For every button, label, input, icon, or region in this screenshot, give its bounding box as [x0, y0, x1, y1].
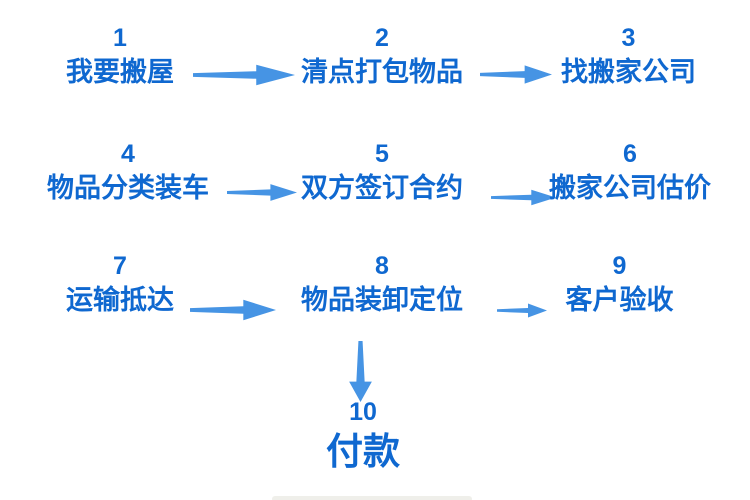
- arrow-right-icon: [497, 301, 547, 320]
- step-10-label: 付款: [326, 431, 400, 472]
- step-1-label: 我要搬屋: [66, 57, 174, 87]
- step-7-label: 运输抵达: [66, 285, 174, 315]
- arrow-right-icon: [193, 61, 295, 89]
- step-1-number: 1: [113, 24, 127, 52]
- cropped-partial-element: [272, 496, 472, 500]
- step-1: 1 我要搬屋: [42, 26, 198, 86]
- step-3-number: 3: [621, 24, 636, 52]
- step-4-number: 4: [121, 140, 135, 168]
- step-7-number: 7: [113, 252, 127, 280]
- step-2-label: 清点打包物品: [301, 57, 463, 87]
- arrow-right-icon: [190, 296, 276, 324]
- step-9-number: 9: [612, 252, 627, 280]
- step-2-number: 2: [375, 24, 389, 52]
- step-4: 4 物品分类装车: [38, 142, 218, 202]
- arrow-down-icon: [345, 341, 376, 402]
- step-5-number: 5: [375, 140, 389, 168]
- step-3: 3 找搬家公司: [546, 26, 711, 86]
- step-2: 2 清点打包物品: [298, 26, 466, 86]
- step-5: 5 双方签订合约: [298, 142, 466, 202]
- step-5-label: 双方签订合约: [301, 173, 463, 203]
- step-8: 8 物品装卸定位: [298, 254, 466, 314]
- arrow-right-icon: [480, 62, 552, 87]
- step-6: 6 搬家公司估价: [540, 142, 720, 202]
- step-8-number: 8: [375, 252, 389, 280]
- step-7: 7 运输抵达: [42, 254, 198, 314]
- step-6-number: 6: [623, 140, 637, 168]
- step-9-label: 客户验收: [565, 285, 674, 315]
- step-3-label: 找搬家公司: [561, 57, 696, 87]
- step-6-label: 搬家公司估价: [549, 173, 711, 203]
- step-9: 9 客户验收: [542, 254, 697, 314]
- step-10: 10 付款: [288, 398, 438, 472]
- arrow-right-icon: [491, 187, 556, 208]
- step-4-label: 物品分类装车: [47, 173, 209, 203]
- arrow-right-icon: [227, 181, 297, 204]
- step-10-number: 10: [349, 398, 377, 426]
- step-8-label: 物品装卸定位: [301, 285, 463, 315]
